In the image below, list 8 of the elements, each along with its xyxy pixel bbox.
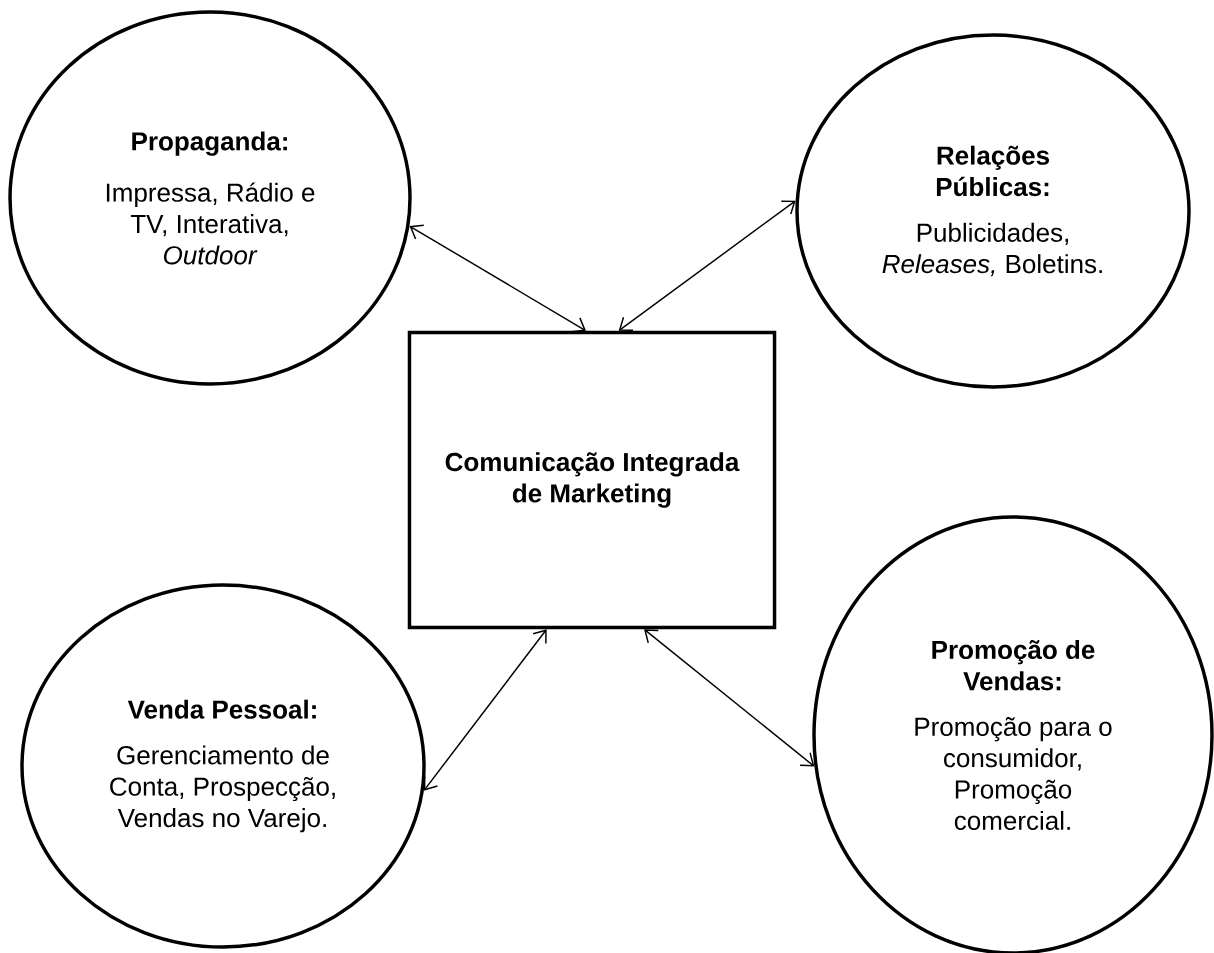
arrow	[423, 629, 547, 791]
arrow	[644, 629, 815, 767]
arrow	[409, 224, 586, 333]
ellipse-node: Relações Públicas: Publicidades, Releases, Boletins.	[795, 33, 1191, 389]
arrow	[618, 200, 796, 331]
ellipse-node: Propaganda: Impressa, Rádio e TV, Interativa, Outdoor	[8, 10, 412, 386]
ellipse-node: Venda Pessoal: Gerenciamento de Conta, Prospecção, Vendas no Varejo.	[20, 583, 426, 949]
process-box: Comunicação Integrada de Marketing	[407, 330, 777, 630]
